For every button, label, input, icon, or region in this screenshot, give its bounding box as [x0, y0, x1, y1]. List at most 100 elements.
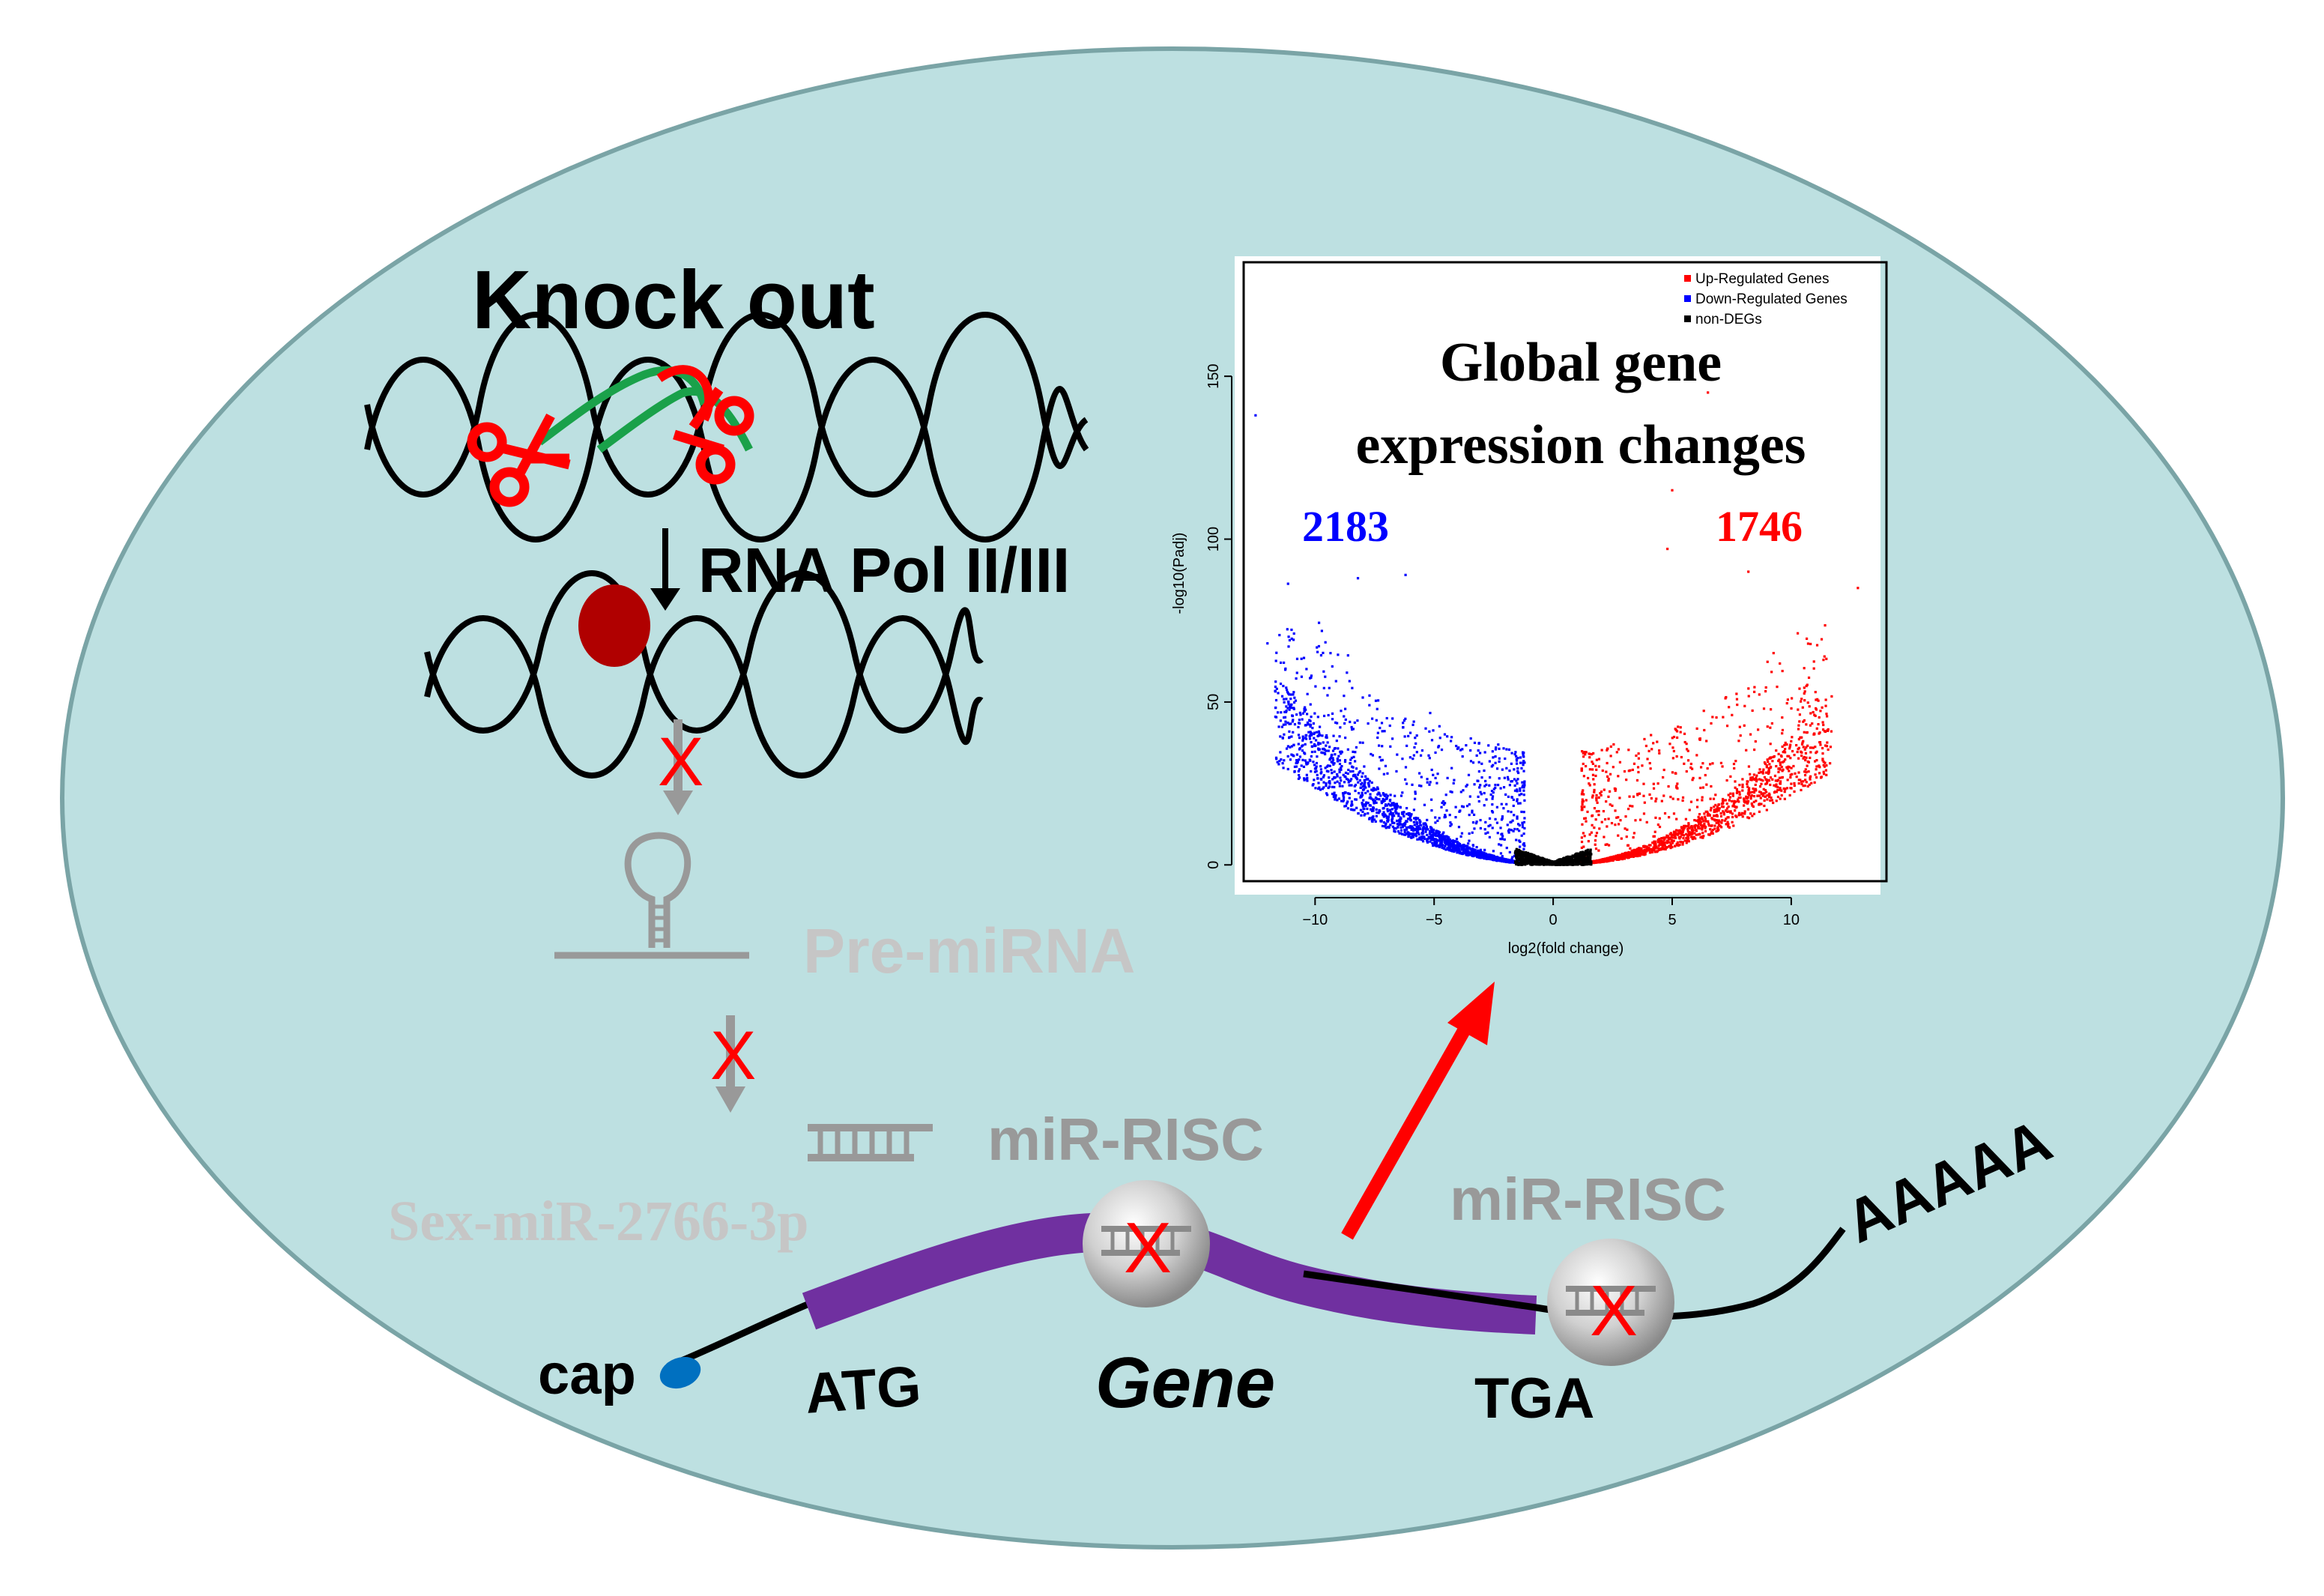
down-point	[1371, 717, 1374, 720]
down-point	[1411, 825, 1414, 828]
up-point	[1794, 772, 1797, 775]
down-point	[1479, 856, 1482, 859]
up-point	[1731, 812, 1734, 815]
down-point	[1501, 859, 1504, 863]
up-point	[1694, 823, 1697, 827]
up-point	[1770, 799, 1773, 802]
non-deg-point	[1515, 849, 1518, 852]
down-point	[1275, 651, 1278, 654]
down-point	[1510, 811, 1513, 814]
up-point	[1752, 791, 1756, 794]
down-point	[1386, 826, 1389, 829]
down-point	[1377, 811, 1380, 814]
down-point	[1478, 752, 1482, 755]
up-point	[1803, 784, 1806, 788]
down-point	[1356, 773, 1360, 776]
down-point	[1444, 815, 1447, 818]
down-point	[1522, 764, 1525, 767]
down-point	[1425, 839, 1429, 842]
down-point	[1385, 804, 1389, 807]
down-point	[1379, 759, 1383, 762]
down-point	[1331, 712, 1334, 716]
up-point	[1824, 730, 1827, 734]
down-point	[1494, 856, 1497, 859]
down-point	[1283, 668, 1287, 671]
down-point	[1324, 675, 1327, 678]
down-point	[1465, 844, 1468, 847]
up-point	[1683, 826, 1686, 829]
down-point	[1522, 820, 1526, 823]
up-point	[1704, 825, 1707, 829]
up-point	[1805, 746, 1808, 749]
up-point	[1589, 752, 1592, 756]
up-point	[1632, 849, 1635, 852]
up-point	[1658, 752, 1661, 755]
non-deg-point	[1519, 853, 1522, 856]
non-deg-point	[1581, 859, 1584, 862]
down-point	[1304, 724, 1307, 727]
down-point	[1409, 818, 1412, 821]
up-point	[1671, 746, 1674, 749]
non-deg-point	[1516, 852, 1519, 855]
down-point	[1330, 754, 1333, 757]
down-point	[1521, 823, 1524, 826]
up-point	[1644, 744, 1648, 748]
down-point	[1492, 850, 1495, 853]
non-deg-point	[1515, 856, 1518, 859]
up-point	[1650, 850, 1653, 853]
up-point	[1731, 713, 1734, 716]
non-deg-point	[1560, 862, 1563, 865]
up-point	[1761, 794, 1764, 797]
down-point	[1479, 850, 1482, 853]
legend-up-label: Up-Regulated Genes	[1695, 271, 1830, 287]
up-point	[1779, 764, 1782, 767]
up-point	[1627, 749, 1630, 752]
up-point	[1636, 766, 1640, 769]
up-point	[1762, 768, 1765, 771]
up-point	[1746, 801, 1749, 804]
down-point	[1316, 650, 1319, 653]
down-point	[1474, 852, 1477, 855]
down-point	[1486, 831, 1489, 834]
down-point	[1423, 822, 1426, 825]
down-point	[1375, 808, 1378, 811]
down-point	[1484, 832, 1487, 835]
down-point	[1281, 737, 1284, 740]
up-point	[1738, 784, 1741, 787]
down-point	[1368, 779, 1371, 782]
mature-mirna-icon	[808, 1124, 933, 1161]
non-deg-point	[1515, 862, 1518, 865]
down-point	[1388, 724, 1391, 728]
up-point	[1671, 797, 1674, 800]
down-point	[1379, 820, 1382, 823]
up-point	[1695, 833, 1698, 836]
down-point	[1368, 704, 1371, 707]
up-point	[1719, 811, 1722, 815]
down-point	[1304, 737, 1307, 740]
down-point	[1287, 700, 1290, 704]
up-point	[1707, 822, 1710, 826]
down-point	[1278, 760, 1281, 763]
up-point	[1752, 812, 1755, 815]
up-point	[1826, 741, 1829, 744]
down-point	[1399, 829, 1403, 832]
up-point	[1627, 807, 1630, 811]
down-point	[1372, 798, 1376, 801]
down-point	[1289, 693, 1292, 696]
down-point	[1290, 628, 1293, 632]
down-point	[1307, 723, 1310, 726]
up-point	[1701, 817, 1704, 820]
up-point	[1595, 794, 1598, 797]
up-point	[1766, 660, 1769, 663]
non-deg-point	[1580, 863, 1583, 866]
non-deg-point	[1531, 862, 1534, 865]
down-point	[1319, 765, 1322, 768]
down-point	[1505, 859, 1508, 862]
up-point	[1732, 762, 1736, 766]
down-point	[1419, 754, 1423, 757]
up-point	[1652, 787, 1656, 790]
non-deg-point	[1569, 862, 1572, 866]
down-point	[1354, 789, 1357, 793]
up-point	[1638, 854, 1641, 857]
down-point	[1367, 785, 1371, 788]
